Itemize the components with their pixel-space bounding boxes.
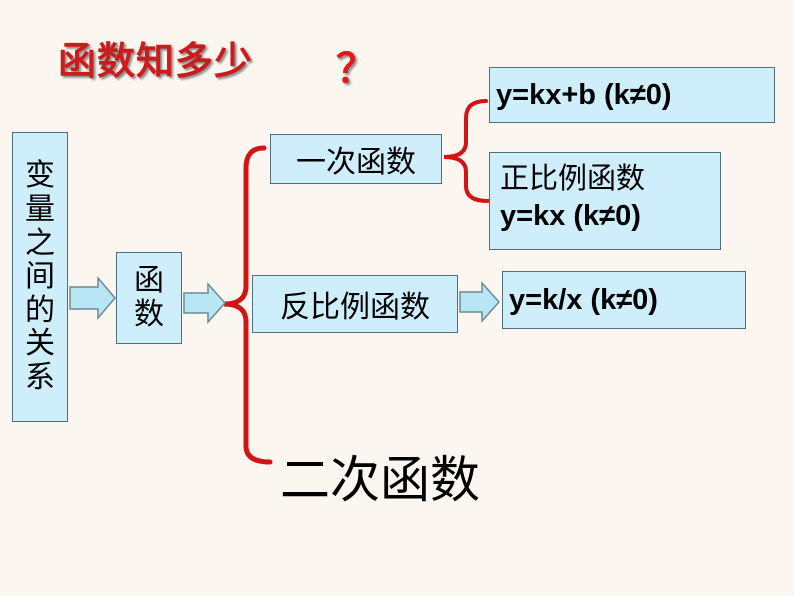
function-node-box: 函 数: [116, 252, 182, 344]
root-char: 系: [25, 359, 55, 395]
linear-bracket: [443, 99, 490, 203]
arrow-right-icon: [459, 281, 501, 323]
root-node-box: 变 量 之 间 的 关 系: [12, 132, 68, 422]
root-char: 间: [25, 259, 55, 295]
function-char: 数: [134, 297, 164, 332]
proportional-formula-label: y=kx (k≠0): [500, 200, 641, 232]
proportional-function-label: 正比例函数: [500, 161, 646, 195]
linear-formula-box: y=kx+b (k≠0): [489, 67, 775, 123]
function-char: 函: [134, 263, 164, 299]
linear-function-box: 一次函数: [270, 134, 442, 184]
inverse-formula-box: y=k/x (k≠0): [502, 271, 746, 329]
question-mark-icon: ？: [336, 46, 376, 92]
arrow-right-icon: [69, 276, 116, 320]
inverse-function-box: 反比例函数: [252, 275, 458, 333]
root-char: 关: [25, 326, 55, 362]
page-title: 函数知多少: [58, 38, 254, 83]
linear-function-label: 一次函数: [296, 145, 416, 180]
root-char: 变: [25, 158, 55, 194]
root-char: 之: [25, 225, 55, 261]
inverse-function-label: 反比例函数: [280, 290, 430, 325]
root-char: 的: [25, 292, 55, 328]
linear-formula-label: y=kx+b (k≠0): [496, 78, 672, 111]
arrow-right-icon: [183, 282, 227, 324]
quadratic-function-label: 二次函数: [280, 451, 480, 509]
inverse-formula-label: y=k/x (k≠0): [509, 283, 658, 316]
proportional-function-box: 正比例函数 y=kx (k≠0): [489, 152, 721, 250]
root-char: 量: [25, 192, 55, 228]
